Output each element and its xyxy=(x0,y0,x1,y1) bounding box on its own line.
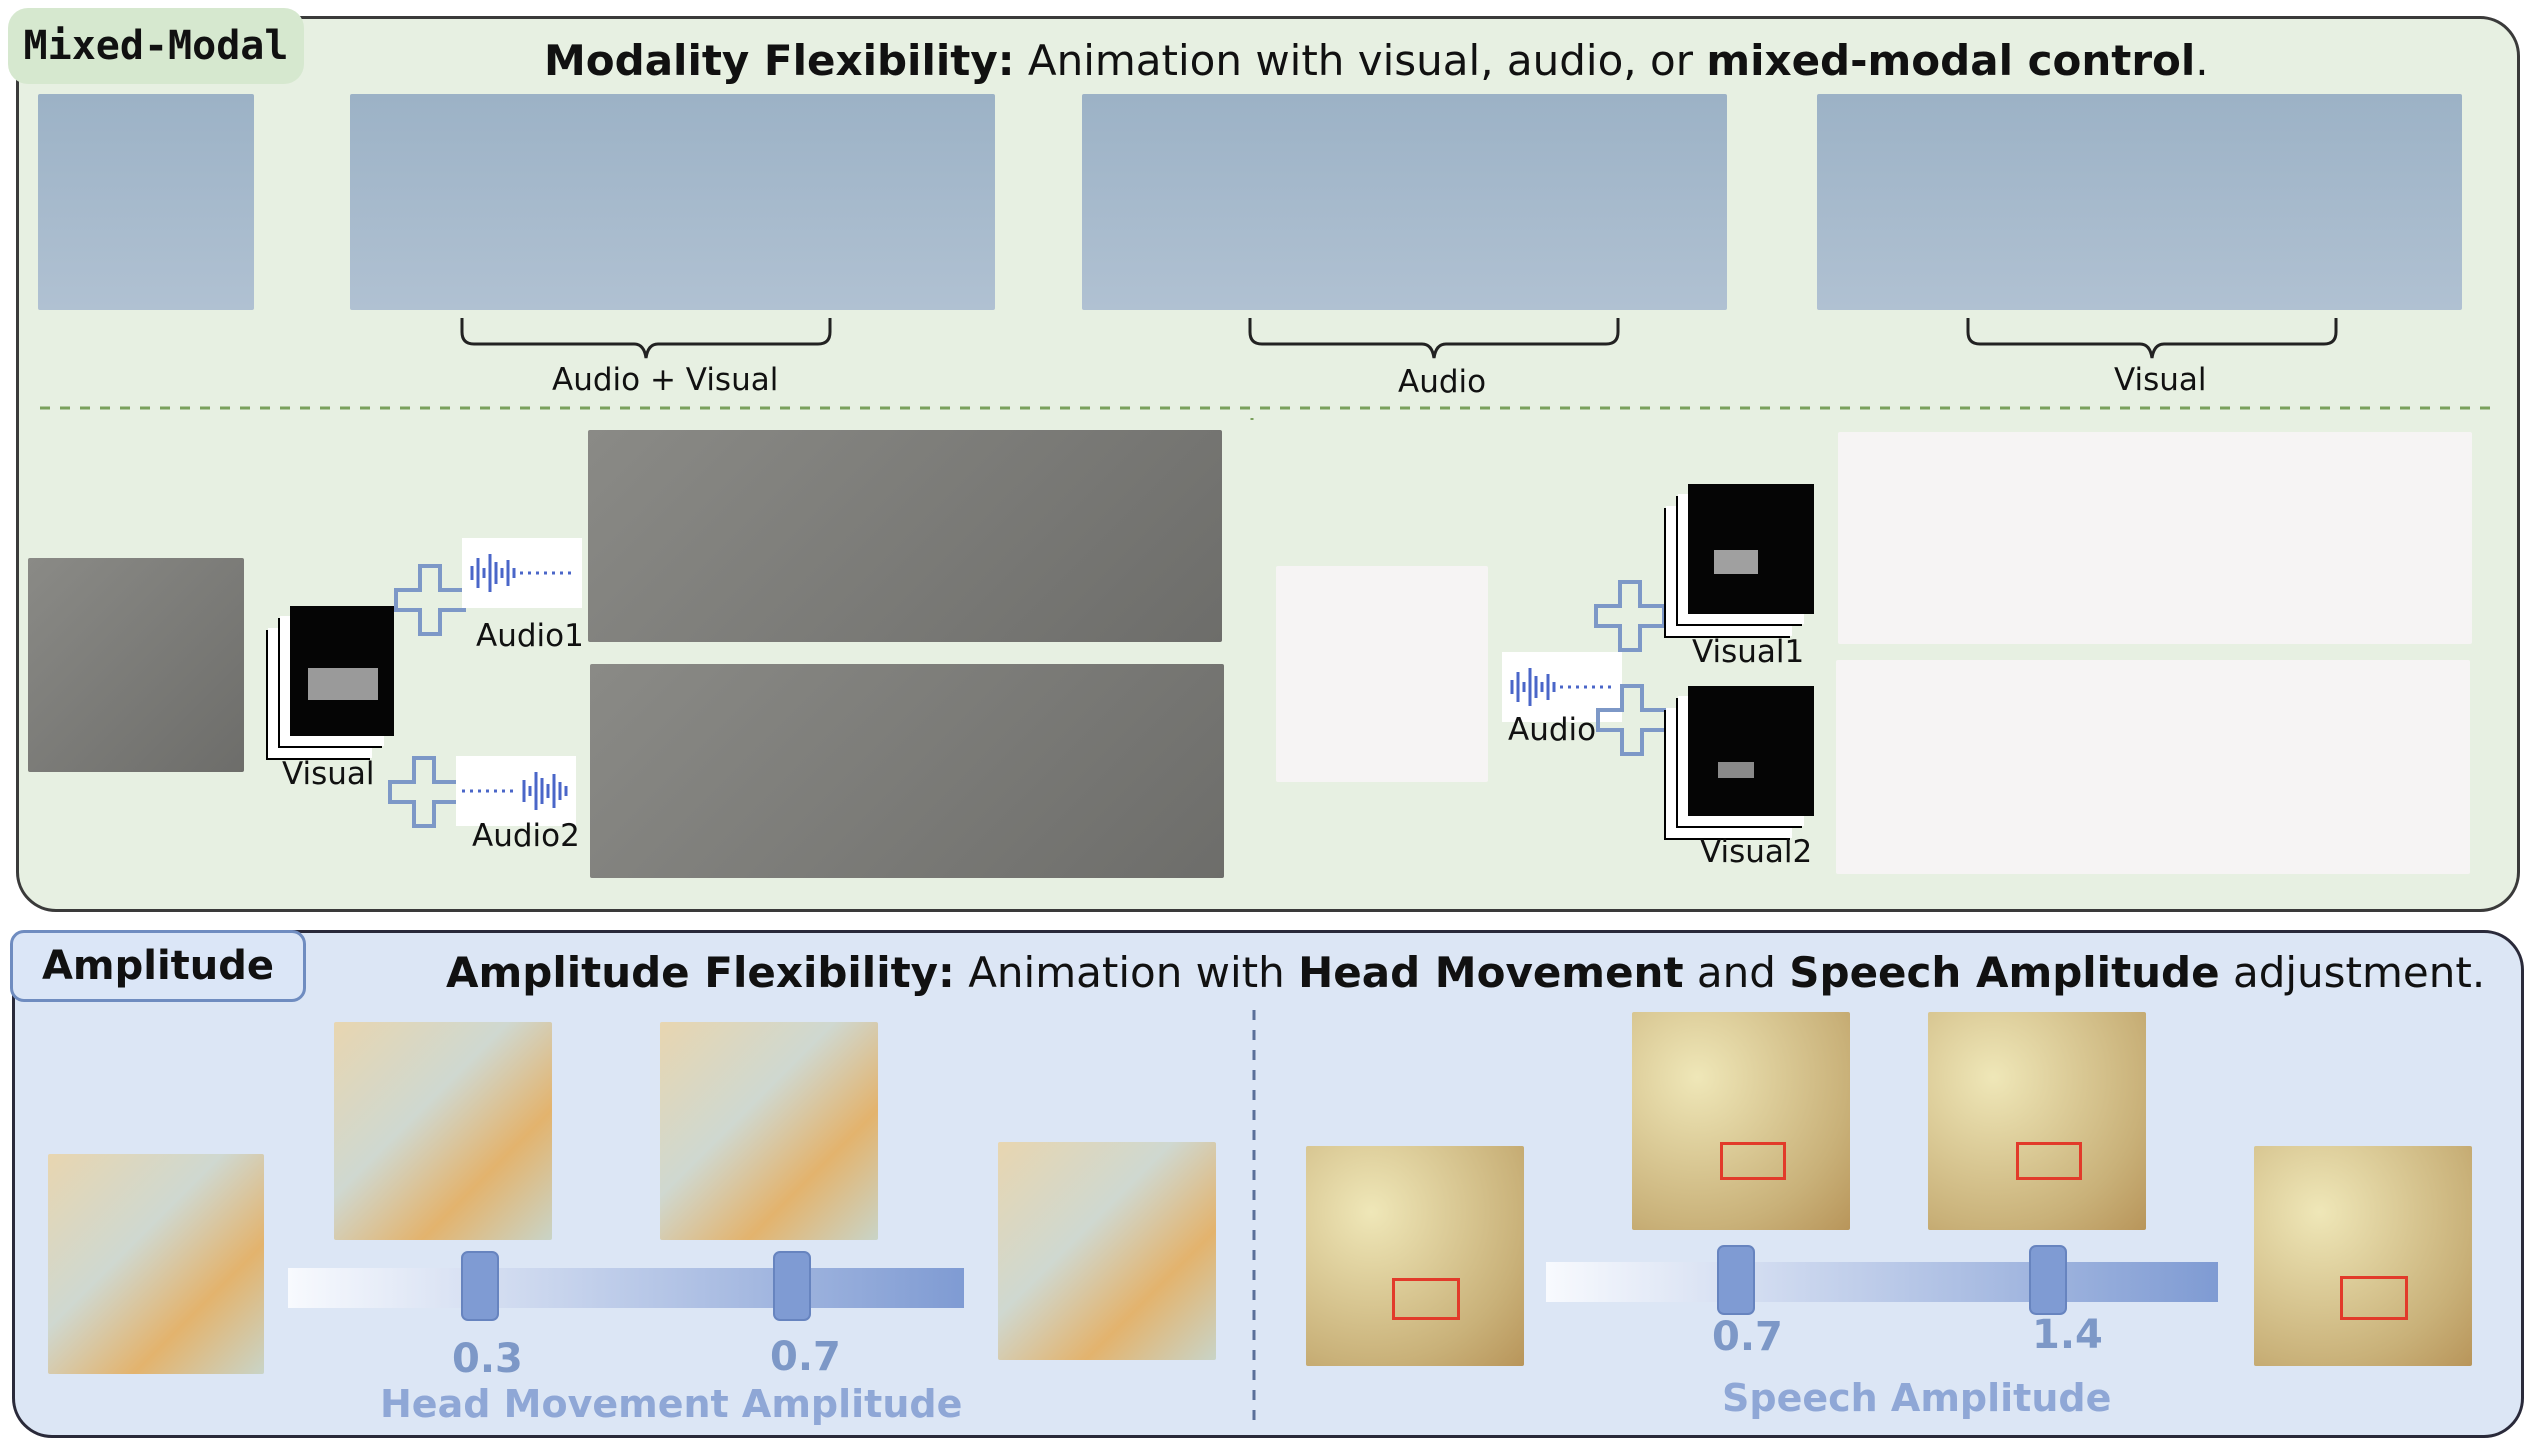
head-axis-label: Head Movement Amplitude xyxy=(380,1382,963,1426)
brace-visual xyxy=(1966,318,2338,359)
speech-value-2: 1.4 xyxy=(2032,1312,2103,1358)
reference-portrait xyxy=(38,94,254,310)
audio-visual-frames xyxy=(350,94,995,310)
male-output-row-1 xyxy=(588,430,1222,642)
brace-label-audio-visual: Audio + Visual xyxy=(552,362,779,398)
speech-output-max xyxy=(2254,1146,2472,1366)
speech-output-0-7 xyxy=(1632,1012,1850,1230)
visual2-mask-stack xyxy=(1688,686,1814,816)
audio-frames xyxy=(1082,94,1727,310)
head-output-0-7 xyxy=(660,1022,878,1240)
brace-label-audio: Audio xyxy=(1398,364,1487,400)
head-amplitude-slider[interactable] xyxy=(288,1244,964,1336)
speech-reference-portrait xyxy=(1306,1146,1524,1366)
label-audio2: Audio2 xyxy=(472,818,580,854)
speech-amplitude-slider[interactable] xyxy=(1546,1238,2218,1330)
brace-lines xyxy=(40,318,2500,420)
label-audio1: Audio1 xyxy=(476,618,584,654)
amplitude-tag: Amplitude xyxy=(10,930,306,1002)
waveform-icon-audio1 xyxy=(462,538,582,608)
male-output-row-2 xyxy=(590,664,1224,878)
speech-slider-thumb-2 xyxy=(2029,1245,2067,1315)
speech-slider-thumb-1 xyxy=(1717,1245,1755,1315)
head-value-1: 0.3 xyxy=(452,1336,523,1382)
label-audio: Audio xyxy=(1508,712,1597,748)
female-output-row-1 xyxy=(1838,432,2472,644)
head-output-0-3 xyxy=(334,1022,552,1240)
label-visual1: Visual1 xyxy=(1692,634,1805,670)
brace-audio xyxy=(1248,318,1620,359)
waveform-icon-audio2 xyxy=(456,756,576,826)
plus-icon-audio1 xyxy=(394,564,466,636)
brace-audio-visual xyxy=(460,318,832,359)
brace-label-visual: Visual xyxy=(2114,362,2207,398)
female-output-row-2 xyxy=(1836,660,2470,874)
speech-axis-label: Speech Amplitude xyxy=(1722,1376,2112,1420)
plus-icon-visual1 xyxy=(1594,580,1666,652)
female-reference-portrait xyxy=(1276,566,1488,782)
label-visual: Visual xyxy=(282,756,375,792)
head-reference-portrait xyxy=(48,1154,264,1374)
amplitude-title: Amplitude Flexibility: Animation with He… xyxy=(446,948,2486,997)
plus-icon-visual2 xyxy=(1596,684,1668,756)
visual-frames xyxy=(1817,94,2462,310)
speech-value-1: 0.7 xyxy=(1712,1314,1783,1360)
speech-output-1-4 xyxy=(1928,1012,2146,1230)
plus-icon-audio2 xyxy=(388,756,460,828)
visual1-mask-stack xyxy=(1688,484,1814,614)
male-reference-portrait xyxy=(28,558,244,772)
visual-mask-stack xyxy=(290,606,394,736)
head-slider-thumb-1 xyxy=(461,1251,499,1321)
mixed-modal-tag: Mixed-Modal xyxy=(8,8,304,84)
head-slider-thumb-2 xyxy=(773,1251,811,1321)
head-output-max xyxy=(998,1142,1216,1360)
head-value-2: 0.7 xyxy=(770,1334,841,1380)
label-visual2: Visual2 xyxy=(1700,834,1813,870)
modality-title: Modality Flexibility: Animation with vis… xyxy=(544,36,2209,85)
